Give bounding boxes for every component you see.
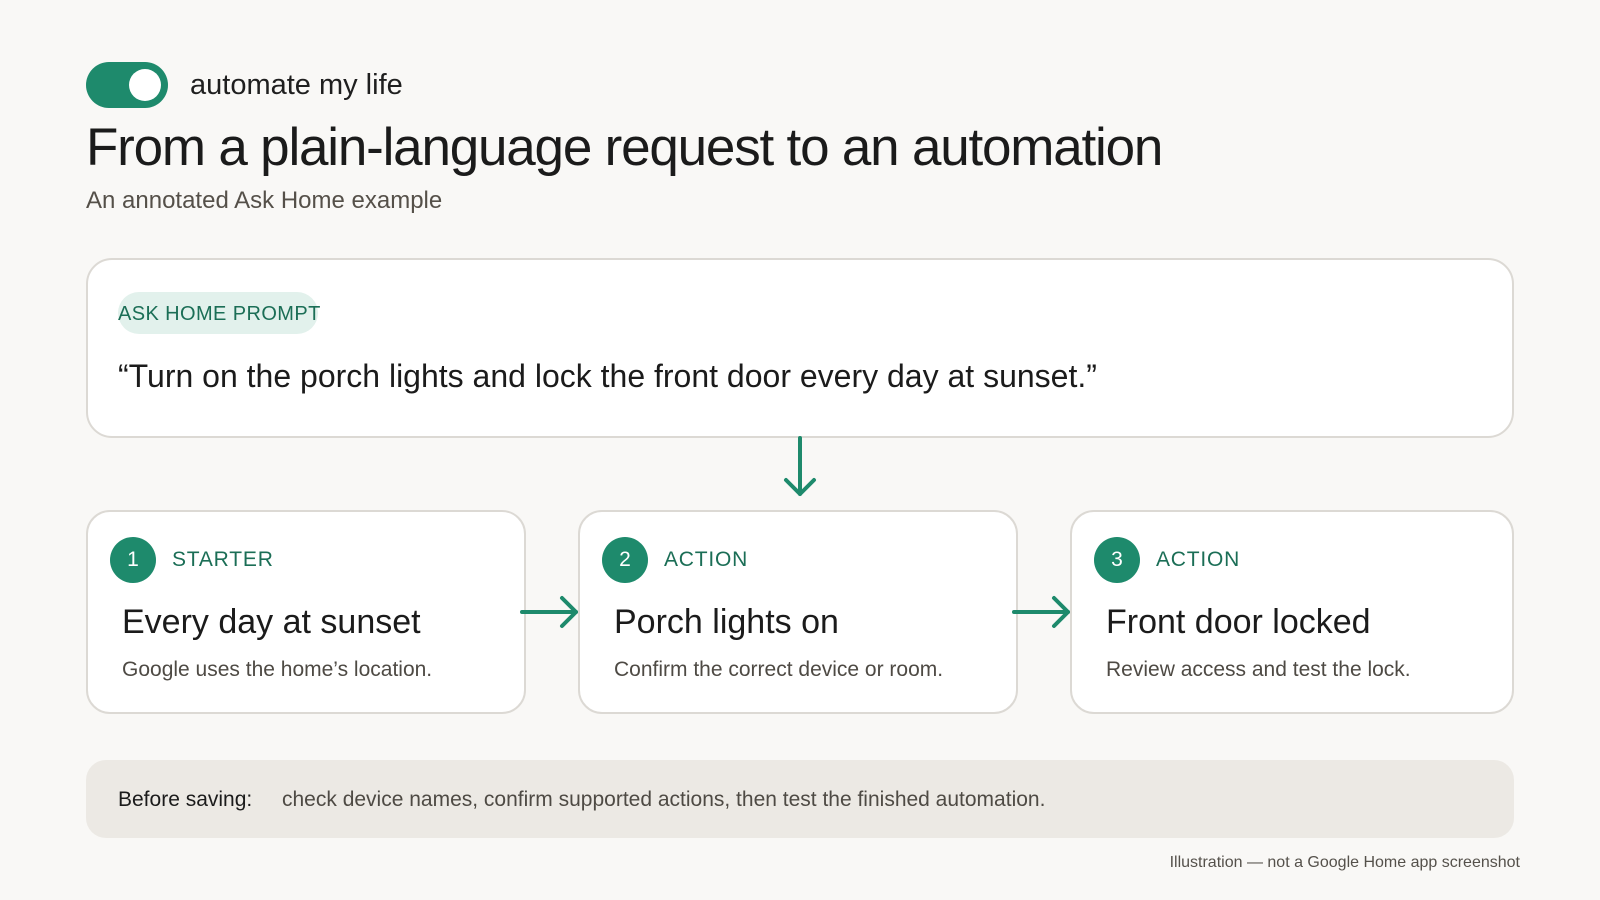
prompt-quote: “Turn on the porch lights and lock the f… xyxy=(118,358,1097,394)
prompt-tag-pill xyxy=(118,292,318,334)
page-subtitle: An annotated Ask Home example xyxy=(86,187,443,214)
note-text: check device names, confirm supported ac… xyxy=(282,788,1046,811)
automation-toggle[interactable] xyxy=(86,62,168,108)
step-number-badge: 3 xyxy=(1094,537,1140,583)
before-saving-note: Before saving: check device names, confi… xyxy=(86,760,1514,838)
toggle-label: automate my life xyxy=(190,69,403,101)
step-kind-label: ACTION xyxy=(1156,548,1241,571)
step-title: Porch lights on xyxy=(614,603,839,641)
step-description: Google uses the home’s location. xyxy=(122,658,433,681)
prompt-card: ASK HOME PROMPT “Turn on the porch light… xyxy=(86,258,1514,438)
arrow-down-icon xyxy=(784,436,816,496)
step-title: Every day at sunset xyxy=(122,603,421,641)
step-kind-label: STARTER xyxy=(172,548,274,571)
page-title: From a plain-language request to an auto… xyxy=(86,118,1163,177)
prompt-tag-label: ASK HOME PROMPT xyxy=(118,303,321,325)
step-title: Front door locked xyxy=(1106,603,1371,641)
step-description: Review access and test the lock. xyxy=(1106,658,1411,681)
step-description: Confirm the correct device or room. xyxy=(614,658,944,681)
step-card-action-lights: 2 ACTION Porch lights on Confirm the cor… xyxy=(578,510,1018,714)
step-card-starter: 1 STARTER Every day at sunset Google use… xyxy=(86,510,526,714)
step-kind-label: ACTION xyxy=(664,548,749,571)
toggle-knob xyxy=(129,69,161,101)
arrow-right-icon xyxy=(520,596,578,628)
arrow-right-icon xyxy=(1012,596,1070,628)
note-label: Before saving: xyxy=(118,788,253,811)
footnote: Illustration — not a Google Home app scr… xyxy=(1169,854,1520,871)
step-number-badge: 2 xyxy=(602,537,648,583)
step-number-badge: 1 xyxy=(110,537,156,583)
step-card-action-lock: 3 ACTION Front door locked Review access… xyxy=(1070,510,1514,714)
